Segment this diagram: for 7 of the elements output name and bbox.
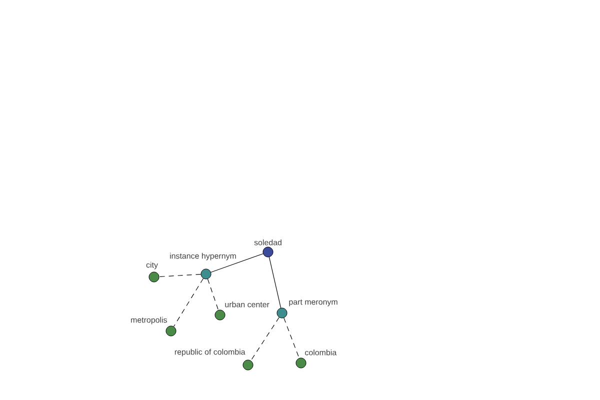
connector-line	[250, 317, 280, 361]
connector-line	[284, 318, 300, 358]
connector-line	[207, 278, 219, 310]
connector-line	[173, 278, 204, 327]
connector-line	[158, 274, 202, 277]
connector-line	[210, 253, 264, 273]
connector-line	[268, 256, 282, 308]
